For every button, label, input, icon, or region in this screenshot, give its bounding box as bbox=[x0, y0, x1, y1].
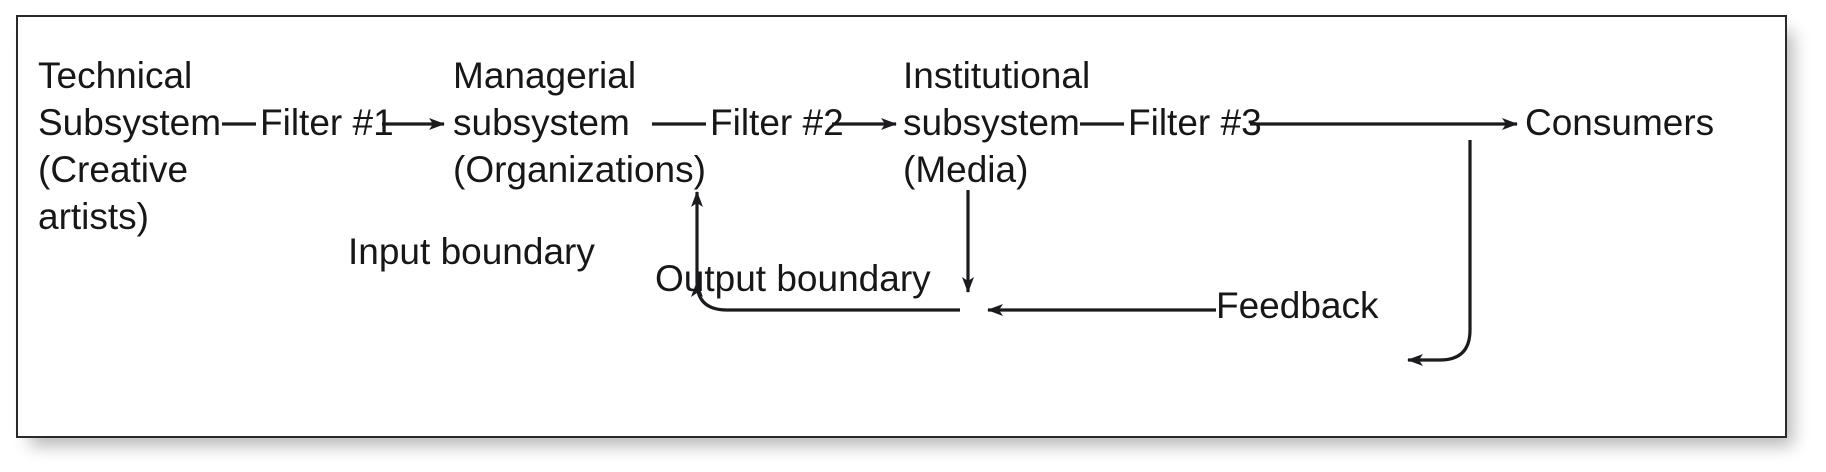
edge-label-filter-3: Filter #3 bbox=[1128, 102, 1262, 143]
edge-label-filter-1: Filter #1 bbox=[260, 102, 394, 143]
edge-label-output-boundary: Output boundary bbox=[655, 258, 931, 299]
arrow-consumers-to-feedback bbox=[1407, 140, 1472, 366]
node-managerial-subsystem: Managerial subsystem (Organizations) bbox=[453, 55, 706, 190]
edge-label-filter-2: Filter #2 bbox=[710, 102, 844, 143]
edge-label-feedback: Feedback bbox=[1216, 285, 1379, 326]
edge-label-input-boundary: Input boundary bbox=[348, 231, 595, 272]
node-consumers: Consumers bbox=[1525, 102, 1715, 143]
node-institutional-subsystem: Institutional subsystem (Media) bbox=[903, 55, 1091, 190]
arrow-output-boundary-up bbox=[691, 281, 960, 312]
diagram-frame bbox=[16, 15, 1787, 438]
node-technical-subsystem: Technical Subsystem (Creative artists) bbox=[38, 55, 222, 237]
